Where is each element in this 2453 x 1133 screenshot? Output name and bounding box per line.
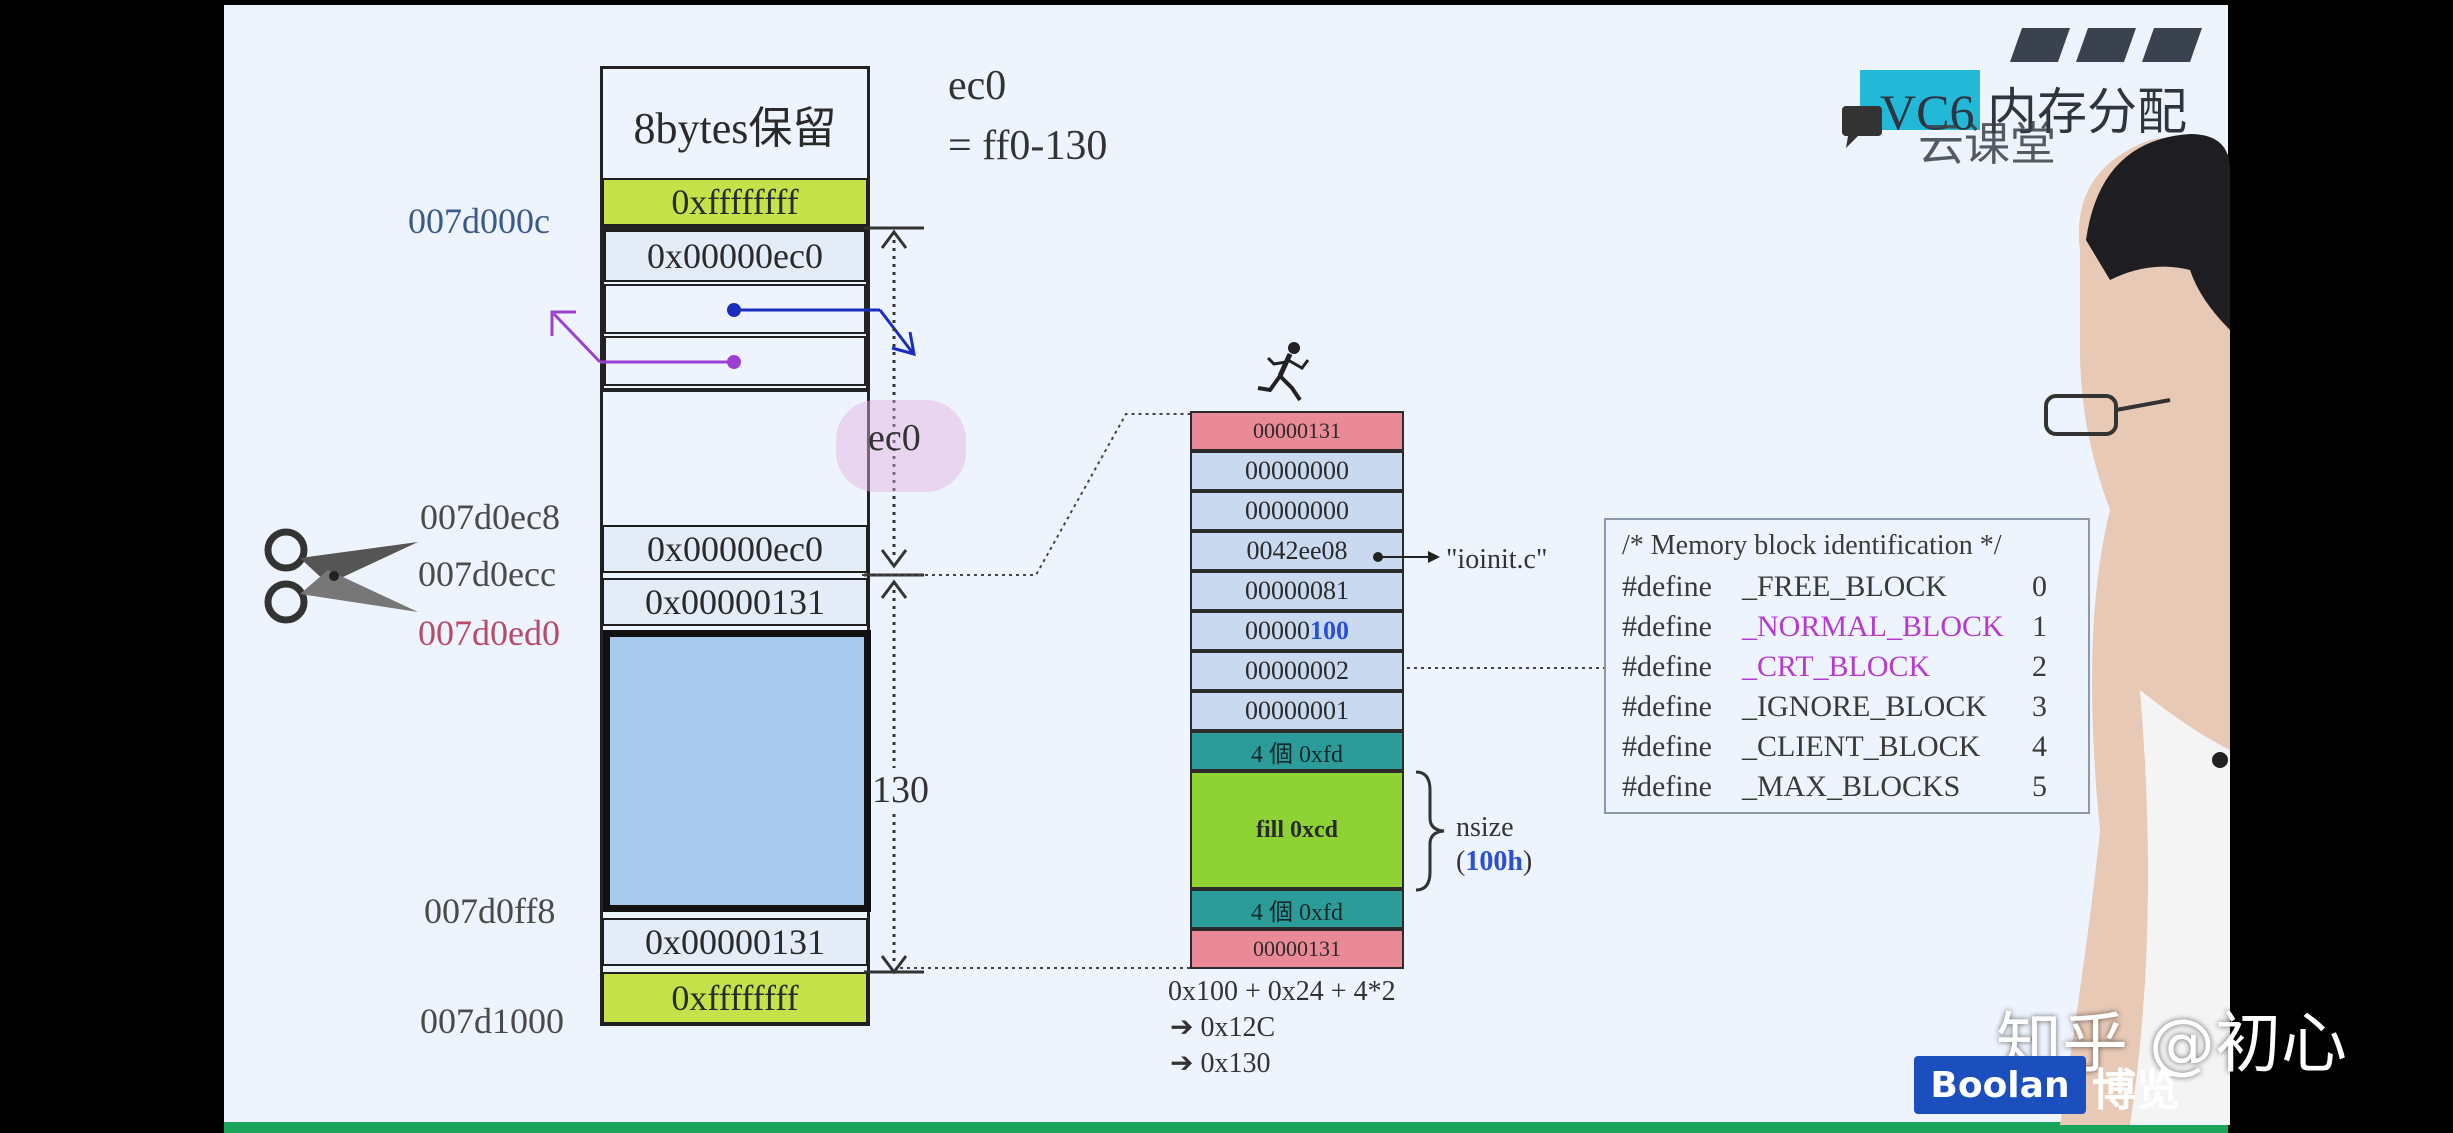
- file-label: "ioinit.c": [1446, 544, 1548, 575]
- nsize-paren-close: ): [1522, 846, 1533, 877]
- left-outer-frame: [600, 66, 870, 1026]
- right-cell-fd-bottom: 4 個 0xfd: [1190, 889, 1404, 929]
- boolan-suffix: 博览: [2092, 1066, 2180, 1115]
- right-cell-fill-cd: fill 0xcd: [1190, 771, 1404, 889]
- left-cell-ffffffff-top: 0xffffffff: [602, 178, 868, 226]
- define-keyword: #define: [1622, 570, 1712, 603]
- defines-comment: /* Memory block identification */: [1622, 530, 2002, 561]
- define-keyword: #define: [1622, 730, 1712, 763]
- formula-line-2: = ff0-130: [948, 123, 1108, 169]
- left-cell-ec0-bottom: 0x00000ec0: [602, 525, 868, 573]
- define-row-client: #define _CLIENT_BLOCK 4: [1622, 730, 2047, 764]
- define-value: 1: [2032, 610, 2047, 643]
- define-keyword: #define: [1622, 610, 1712, 643]
- define-value: 0: [2032, 570, 2047, 603]
- calc-line-3: ➔ 0x130: [1170, 1046, 1270, 1080]
- define-row-crt: #define _CRT_BLOCK 2: [1622, 650, 2047, 684]
- define-name: _CRT_BLOCK: [1742, 650, 1931, 683]
- address-007d000c: 007d000c: [408, 201, 550, 241]
- left-cell-131-bottom: 0x00000131: [602, 918, 868, 966]
- formula-line-1: ec0: [948, 63, 1007, 109]
- address-007d0ec8: 007d0ec8: [420, 497, 560, 537]
- nsize-value: (100h): [1456, 846, 1532, 878]
- logo-bars: [2010, 28, 2210, 62]
- address-007d1000: 007d1000: [420, 1001, 564, 1041]
- right-cell-0: 00000131: [1190, 411, 1404, 451]
- define-name: _MAX_BLOCKS: [1742, 770, 1961, 803]
- connector-lines: [862, 413, 1610, 969]
- calc-line-2: ➔ 0x12C: [1170, 1010, 1275, 1044]
- nsize-paren-open: (: [1456, 846, 1466, 877]
- define-value: 3: [2032, 690, 2047, 723]
- right-arrow-icon: ➔: [1170, 1048, 1201, 1079]
- reserved-header: 8bytes保留: [603, 69, 867, 179]
- nsize-label: nsize: [1456, 812, 1514, 843]
- address-007d0ed0: 007d0ed0: [418, 613, 560, 653]
- define-row-free: #define _FREE_BLOCK 0: [1622, 570, 2047, 604]
- scissors-icon: [264, 528, 418, 624]
- right-cell-1: 00000000: [1190, 451, 1404, 491]
- right-cell-2: 00000000: [1190, 491, 1404, 531]
- address-007d0ff8: 007d0ff8: [424, 891, 556, 931]
- logo-text: 云课堂: [1918, 117, 2056, 171]
- define-name: _CLIENT_BLOCK: [1742, 730, 1981, 763]
- define-value: 4: [2032, 730, 2047, 763]
- slide-bottom-bar: [224, 1122, 2228, 1133]
- left-cell-ec0-top: 0x00000ec0: [604, 230, 866, 282]
- defines-box: [1604, 518, 2090, 814]
- boolan-text: Boolan: [1930, 1064, 2070, 1106]
- define-name: _IGNORE_BLOCK: [1742, 690, 1987, 723]
- calc-value-12c: 0x12C: [1200, 1012, 1276, 1043]
- right-cell-5-highlight: 100: [1310, 616, 1349, 645]
- define-name: _FREE_BLOCK: [1742, 570, 1948, 603]
- right-cell-7: 00000001: [1190, 691, 1404, 731]
- file-arrow: [1373, 551, 1440, 563]
- user-data-region: [603, 630, 871, 912]
- address-007d0ecc: 007d0ecc: [418, 554, 556, 594]
- define-row-max: #define _MAX_BLOCKS 5: [1622, 770, 2047, 804]
- right-cell-4: 00000081: [1190, 571, 1404, 611]
- pointer-arrows: [550, 303, 916, 369]
- right-cell-fd-top: 4 個 0xfd: [1190, 731, 1404, 771]
- presenter-figure: [2044, 134, 2230, 1125]
- define-row-normal: #define _NORMAL_BLOCK 1: [1622, 610, 2047, 644]
- size-label-130: 130: [872, 768, 929, 812]
- calc-line-1: 0x100 + 0x24 + 4*2: [1168, 976, 1396, 1007]
- right-cell-last: 00000131: [1190, 929, 1404, 969]
- ec0-highlight: [836, 400, 966, 492]
- define-value: 2: [2032, 650, 2047, 683]
- right-cell-3: 0042ee08: [1190, 531, 1404, 571]
- logo-icon: [1838, 100, 1888, 150]
- right-cell-5-prefix: 00000: [1245, 616, 1310, 645]
- calc-value-130: 0x130: [1200, 1048, 1271, 1079]
- slide-title: VC6 内存分配: [1880, 84, 2187, 140]
- nsize-hex: 100h: [1465, 846, 1523, 877]
- define-keyword: #define: [1622, 690, 1712, 723]
- left-cell-ffffffff-bottom: 0xffffffff: [602, 972, 868, 1024]
- nsize-brace: [1415, 770, 1445, 892]
- define-keyword: #define: [1622, 770, 1712, 803]
- runner-icon: [1257, 342, 1310, 402]
- define-row-ignore: #define _IGNORE_BLOCK 3: [1622, 690, 2047, 724]
- left-cell-131-top: 0x00000131: [602, 578, 868, 626]
- right-cell-6: 00000002: [1190, 651, 1404, 691]
- define-keyword: #define: [1622, 650, 1712, 683]
- boolan-badge: Boolan: [1914, 1056, 2086, 1114]
- size-label-ec0: ec0: [868, 417, 921, 459]
- define-name: _NORMAL_BLOCK: [1742, 610, 2004, 643]
- right-arrow-icon: ➔: [1170, 1012, 1201, 1043]
- define-value: 5: [2032, 770, 2047, 803]
